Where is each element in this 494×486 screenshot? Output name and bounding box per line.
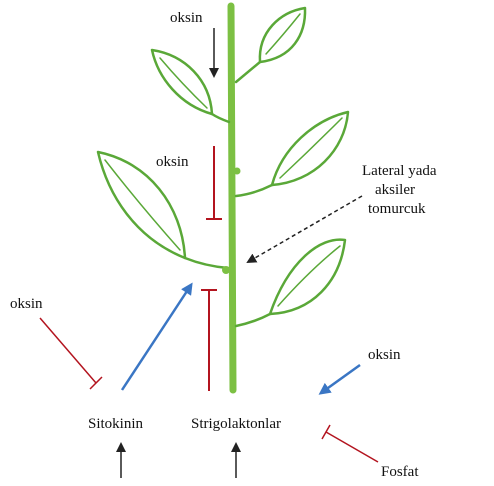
bud-label-line1: Lateral yada [362, 163, 437, 179]
leaf-lower-right [236, 240, 345, 326]
auxin-cytokinin-inhibit [40, 318, 102, 389]
cytokinin-promote-arrow [122, 285, 191, 390]
bud-label-line2: aksiler [375, 182, 415, 198]
auxin-inhibit-bar [206, 146, 222, 219]
phosphate-label: Fosfat [381, 464, 419, 480]
bud-label-line3: tomurcuk [368, 201, 426, 217]
axillary-bud-upper [234, 168, 241, 175]
cytokinin-label: Sitokinin [88, 416, 144, 432]
bud-pointer-arrow [248, 196, 362, 262]
auxin-label-left: oksin [10, 296, 43, 312]
phosphate-inhibit [322, 425, 378, 462]
auxin-label-top: oksin [170, 10, 203, 26]
auxin-strigolactone-arrow [321, 365, 360, 393]
strigolactone-label: Strigolaktonlar [191, 416, 281, 432]
stem [231, 6, 233, 390]
strigolactone-inhibit-bar [201, 290, 217, 391]
auxin-label-mid: oksin [156, 154, 189, 170]
plant [98, 6, 348, 390]
axillary-bud-lower [222, 266, 230, 274]
leaf-upper-left [152, 50, 229, 122]
auxin-label-right: oksin [368, 347, 401, 363]
leaf-top-right [236, 8, 305, 82]
leaf-middle-right [236, 112, 348, 196]
